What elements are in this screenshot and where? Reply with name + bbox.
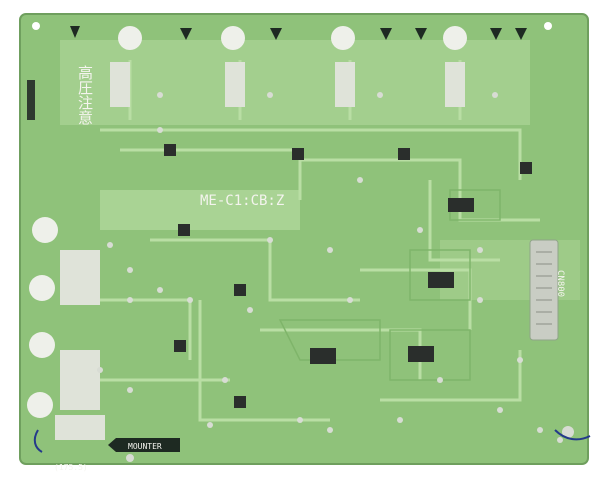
fine-traces [278, 189, 501, 381]
bottom-code: (175.5) [54, 463, 88, 472]
resistor-rows [55, 62, 465, 440]
ic-chips [310, 198, 474, 364]
connector-pins [536, 251, 552, 325]
high-voltage-warning: 高圧注意 [76, 65, 94, 125]
pcb-edge [19, 13, 589, 465]
transistors [164, 144, 532, 408]
left-components [27, 217, 58, 418]
blue-marking-left [33, 429, 43, 453]
blue-marking [554, 429, 591, 441]
label-zone [100, 190, 300, 230]
left-strip [27, 80, 35, 120]
mounter-arrow [108, 438, 180, 452]
top-components [118, 26, 467, 50]
mounting-holes [32, 22, 574, 462]
connector-label: CN800 [555, 270, 565, 297]
connector-body [529, 239, 559, 341]
top-arrows [70, 26, 527, 40]
pads [97, 92, 563, 443]
pcb-board [20, 14, 588, 464]
mounter-label: MOUNTER [128, 442, 162, 451]
board-id-label: ME-C1:CB:Z [200, 193, 284, 209]
